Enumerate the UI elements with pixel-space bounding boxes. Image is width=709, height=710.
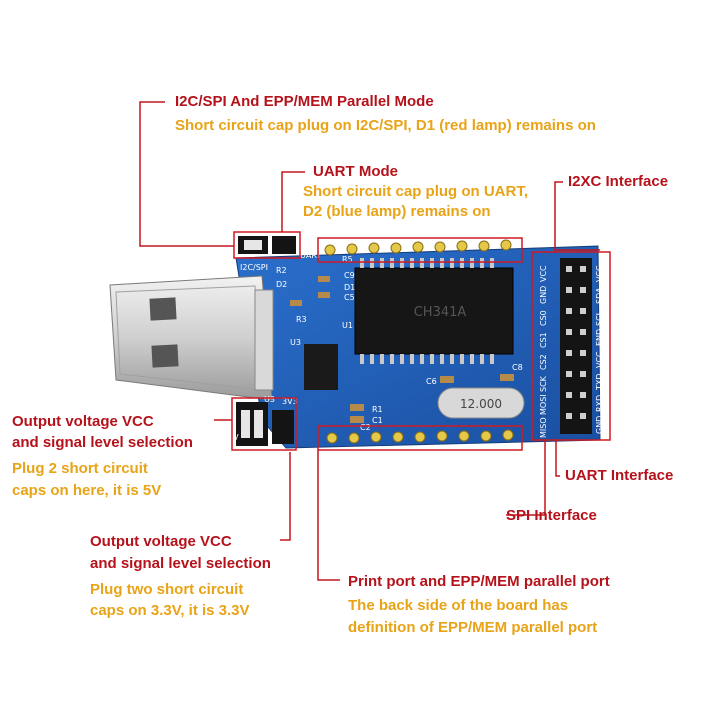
- svg-text:12.000: 12.000: [460, 397, 502, 411]
- crystal: 12.000: [437, 387, 525, 419]
- vcc-3v3-desc-line2: caps on 3.3V, it is 3.3V: [90, 602, 250, 619]
- pin-label: TXD: [595, 373, 604, 391]
- vcc-5v-title-line2: and signal level selection: [12, 434, 193, 451]
- uart-mode-title: UART Mode: [313, 163, 398, 180]
- vcc-3v3-title-line2: and signal level selection: [90, 555, 271, 572]
- pin-label: VCC: [539, 265, 548, 282]
- mode-jumper-highlight: [233, 231, 301, 259]
- i2xc-interface-title: I2XC Interface: [568, 173, 669, 190]
- chip-label: CH341A: [414, 305, 467, 320]
- vcc-3v3-title-line1: Output voltage VCC: [90, 533, 232, 550]
- pin-label: SCL: [595, 310, 604, 326]
- pin-label: SCK: [539, 375, 548, 392]
- uart-mode-desc-line1: Short circuit cap plug on UART,: [303, 183, 529, 200]
- uart-interface-title: UART Interface: [565, 467, 674, 484]
- svg-text:U3: U3: [290, 338, 301, 347]
- top-header-holes: [324, 239, 512, 256]
- svg-text:D2: D2: [276, 280, 287, 289]
- pin-label: SDA: [595, 287, 604, 304]
- smd-components: [290, 276, 514, 423]
- svg-text:R2: R2: [276, 266, 287, 275]
- voltage-jumpers: [236, 402, 294, 446]
- pin-label: MISO: [539, 417, 548, 438]
- pin-label: GND: [595, 416, 604, 434]
- svg-text:3V3: 3V3: [282, 397, 298, 406]
- svg-text:C6: C6: [426, 377, 437, 386]
- right-header-highlight: [531, 251, 611, 441]
- svg-text:U1: U1: [342, 321, 353, 330]
- right-pin-header: [560, 258, 592, 434]
- pin-label: CS2: [539, 354, 548, 370]
- pin-label: CS0: [539, 310, 548, 326]
- usb-connector: [109, 275, 274, 401]
- pin-label: MOSI: [539, 394, 548, 415]
- svg-text:C5: C5: [344, 293, 355, 302]
- vcc-5v-desc-line2: caps on here, it is 5V: [12, 482, 162, 499]
- voltage-jumper-highlight: [231, 397, 297, 451]
- svg-text:U3: U3: [264, 395, 275, 404]
- svg-text:R5: R5: [342, 255, 353, 264]
- pin-label: END: [595, 329, 604, 346]
- vcc-5v-title-line1: Output voltage VCC: [12, 413, 154, 430]
- svg-text:D1: D1: [344, 283, 355, 292]
- i2c-spi-mode-desc: Short circuit cap plug on I2C/SPI, D1 (r…: [175, 117, 596, 134]
- pin-label: RXD: [595, 395, 604, 412]
- svg-text:I2C/SPI: I2C/SPI: [240, 263, 268, 272]
- svg-text:R3: R3: [296, 315, 307, 324]
- svg-text:UART: UART: [300, 251, 321, 260]
- svg-text:5V: 5V: [228, 433, 239, 442]
- vcc-3v3-desc-line1: Plug two short circuit: [90, 581, 244, 598]
- uart-mode-desc-line2: D2 (blue lamp) remains on: [303, 203, 491, 220]
- top-header-highlight: [317, 237, 523, 263]
- svg-text:R1: R1: [372, 405, 383, 414]
- mode-jumper: [238, 236, 296, 254]
- bottom-header-holes: [326, 429, 514, 444]
- pin-label: GND: [539, 286, 548, 304]
- ch341a-chip: CH341A: [354, 258, 514, 364]
- bottom-header-highlight: [317, 425, 523, 451]
- pin-label: CS1: [539, 332, 548, 348]
- svg-text:C9: C9: [344, 271, 355, 280]
- print-port-desc-line1: The back side of the board has: [348, 597, 569, 614]
- i2c-spi-mode-title: I2C/SPI And EPP/MEM Parallel Mode: [175, 93, 434, 110]
- svg-text:C1: C1: [372, 416, 383, 425]
- svg-text:C8: C8: [512, 363, 523, 372]
- pin-label: VCC: [595, 265, 604, 282]
- spi-interface-title: SPI Interface: [506, 507, 597, 524]
- print-port-desc-line2: definition of EPP/MEM parallel port: [348, 619, 598, 636]
- vcc-5v-desc-line1: Plug 2 short circuit: [12, 460, 148, 477]
- pin-label: VCC: [595, 351, 604, 368]
- svg-text:C2: C2: [360, 423, 371, 432]
- regulator: [304, 344, 338, 390]
- print-port-title: Print port and EPP/MEM parallel port: [348, 573, 610, 590]
